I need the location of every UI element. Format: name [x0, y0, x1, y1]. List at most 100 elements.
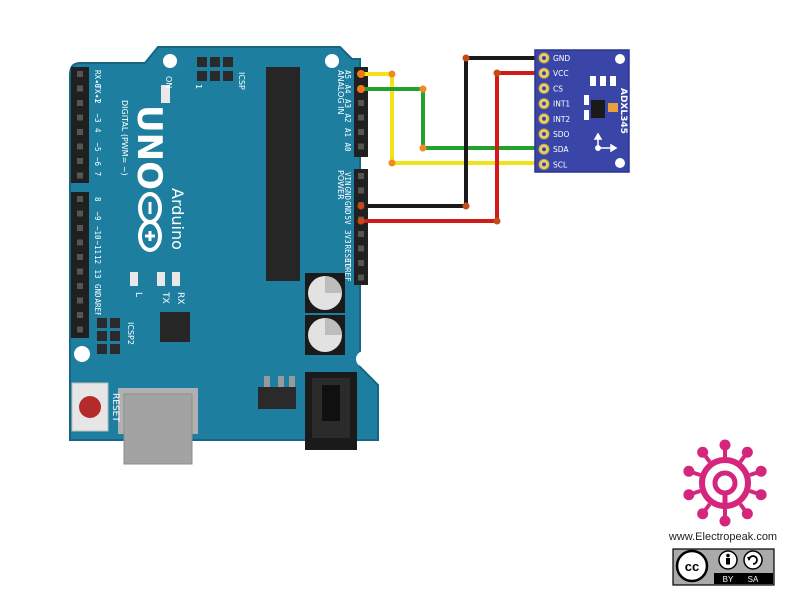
power-pin-label: 5V	[343, 216, 352, 226]
logo-node	[719, 439, 731, 451]
capacitor	[305, 273, 345, 313]
digital-pin-label: ~3	[93, 114, 102, 123]
smd-resistor	[584, 95, 589, 105]
reset-label: RESET	[110, 393, 120, 422]
icsp2-pin	[110, 331, 120, 341]
logo-node	[719, 515, 731, 527]
power-pin	[358, 173, 364, 179]
reset-button[interactable]	[71, 382, 109, 432]
wire-joint	[357, 70, 365, 78]
logo-node	[697, 508, 709, 520]
module-pin-label: SDA	[553, 145, 569, 154]
module-pin-label: SCL	[553, 160, 568, 169]
digital-pin	[77, 114, 83, 121]
usb-port	[118, 388, 198, 465]
analog-pin-label: A1	[343, 128, 352, 137]
arduino-brand-text: Arduino	[168, 188, 187, 250]
smd-capacitor	[608, 103, 618, 112]
on-led	[161, 85, 170, 103]
smd-resistor	[610, 76, 616, 86]
website-url[interactable]: www.Electropeak.com	[668, 531, 778, 543]
mounting-hole	[356, 351, 372, 367]
wire-joint	[462, 54, 470, 62]
digital-pin	[77, 225, 83, 231]
module-pin-label: CS	[553, 84, 563, 93]
digital-pin	[77, 239, 83, 246]
icsp-pin1-label: 1	[194, 84, 203, 89]
analog-pin-label: A0	[343, 143, 352, 153]
icsp-pin	[223, 71, 233, 81]
digital-pin	[77, 129, 83, 135]
digital-pin-label: ~5	[93, 143, 102, 152]
digital-pin	[77, 210, 83, 217]
rx-led	[172, 272, 180, 286]
wire-joint	[493, 69, 501, 77]
digital-pin	[77, 100, 83, 106]
wire-joint	[462, 202, 470, 210]
wire-joint	[357, 217, 365, 225]
power-pin	[358, 274, 364, 281]
icsp2-pin	[110, 318, 120, 328]
l-label: L	[133, 292, 143, 297]
wire-joint	[419, 144, 427, 152]
digital-pin-labels: RX◂0TX◂12~34~5~67	[93, 70, 102, 176]
digital-pin	[77, 283, 83, 289]
digital-label: DIGITAL (PWM= ~)	[120, 100, 129, 176]
adxl345-chip	[591, 100, 605, 118]
power-pin-label: RESET	[343, 245, 352, 268]
cc-icon	[675, 549, 709, 583]
digital-pin	[77, 85, 83, 92]
axis-orientation-icon	[593, 132, 618, 153]
module-pin-label: GND	[553, 54, 570, 63]
digital-pin-label: GND	[93, 284, 102, 298]
digital-pin-label: 13	[93, 270, 102, 279]
digital-pin	[77, 268, 83, 275]
license-sa-label: SA	[748, 575, 759, 584]
module-pin-label: INT2	[553, 115, 570, 124]
icsp2-pin	[110, 344, 120, 354]
digital-pin	[77, 158, 83, 164]
rx-label: RX	[175, 292, 185, 304]
module-pin-label: INT1	[553, 100, 570, 109]
icsp-pin	[197, 57, 207, 67]
analog-pin	[358, 100, 364, 106]
power-header	[354, 169, 368, 285]
tx-led	[157, 272, 165, 286]
wire-sda	[361, 87, 540, 150]
power-pin	[358, 231, 364, 237]
digital-pin	[77, 254, 83, 260]
smd-resistor	[600, 76, 606, 86]
digital-pin-label: ~6	[93, 157, 102, 167]
power-pin-label: IOREF	[343, 259, 352, 282]
digital-pin-label: 8	[93, 197, 102, 202]
digital-pin	[77, 312, 83, 318]
electropeak-logo	[683, 439, 767, 527]
digital-pin	[77, 71, 83, 77]
cc-mark: cc	[685, 559, 699, 574]
smd-resistor	[584, 110, 589, 120]
power-pin-label: 3V3	[343, 230, 352, 244]
logo-node	[683, 465, 695, 477]
wire-joint	[419, 85, 427, 93]
logo-node	[741, 508, 753, 520]
smd-resistor	[590, 76, 596, 86]
digital-header-top	[71, 67, 89, 183]
digital-pin-label: RX◂0	[93, 70, 102, 89]
analog-pin	[358, 143, 364, 150]
power-pin	[358, 245, 364, 252]
share-alike-icon	[743, 550, 763, 570]
icsp2-label: ICSP2	[126, 322, 135, 345]
mounting-hole	[163, 54, 177, 68]
license-by-label: BY	[723, 575, 734, 584]
analog-in-label: ANALOG IN	[336, 70, 345, 115]
dc-power-jack	[305, 372, 357, 450]
wire-gnd	[361, 56, 540, 208]
wire-joint	[357, 85, 365, 93]
analog-pin	[358, 129, 364, 135]
power-label: POWER	[336, 170, 345, 200]
wires	[357, 54, 540, 225]
analog-pin-label: A5	[343, 70, 352, 79]
